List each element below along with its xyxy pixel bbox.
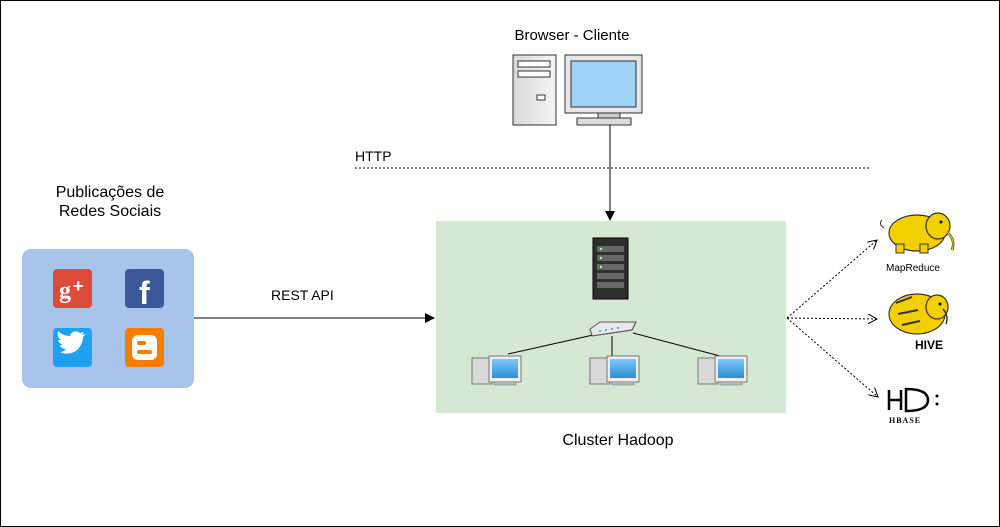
google-plus-icon: g + [53,269,92,308]
browser-client-computer-icon [512,54,643,126]
hbase-logo-text: HBASE [889,416,921,425]
svg-text:f: f [139,275,150,311]
mapreduce-label: MapReduce [886,263,940,274]
browser-client-label: Browser - Cliente [514,27,630,44]
server-icon [592,237,629,300]
facebook-icon: f [125,269,164,311]
social-networks-panel [22,249,194,388]
cluster-node-computer-icon-3 [697,355,748,386]
blogger-icon [125,328,164,367]
cluster-node-computer-icon-2 [589,355,640,386]
cluster-node-computer-icon-1 [471,355,522,386]
cluster-to-tools-arrows [786,240,878,397]
svg-text:g: g [59,278,71,304]
rest-api-label: REST API [271,287,334,303]
twitter-icon [53,328,92,367]
hadoop-elephant-icon [879,212,955,254]
cluster-network-lines [507,332,721,358]
http-label: HTTP [355,148,392,164]
cluster-hadoop-label: Cluster Hadoop [562,432,674,449]
social-networks-title: Publicações de Redes Sociais [55,184,165,220]
svg-text:+: + [73,276,84,296]
hive-logo-text: HIVE [915,338,943,352]
hive-logo-icon: HIVE [888,293,949,352]
network-switch-icon [589,321,637,337]
hbase-logo-icon: HBASE [887,387,939,425]
